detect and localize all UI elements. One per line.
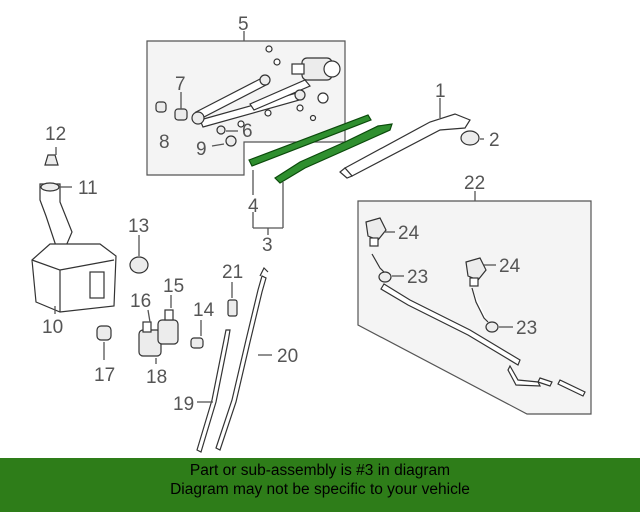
callout-18: 18 [146, 367, 167, 388]
wiper-blade-highlighted [248, 114, 393, 235]
callout-12: 12 [45, 124, 66, 145]
callout-10: 10 [42, 317, 63, 338]
nozzle-group [357, 191, 592, 415]
callout-4: 4 [248, 196, 259, 217]
washer-hoses [196, 266, 272, 453]
arm-cap [460, 130, 484, 146]
callout-14: 14 [193, 300, 215, 321]
callout-9: 9 [196, 139, 207, 160]
callout-23b: 23 [516, 318, 537, 339]
callout-17: 17 [94, 365, 115, 386]
grommet-17 [96, 325, 112, 360]
callout-13: 13 [128, 216, 149, 237]
wiper-linkage-group [146, 31, 346, 176]
callout-15: 15 [163, 276, 184, 297]
clip-21 [227, 282, 238, 317]
callout-16: 16 [130, 291, 151, 312]
parts-diagram: 1 2 3 4 5 6 7 8 9 10 11 12 13 14 15 16 1… [31, 14, 592, 453]
callout-23a: 23 [407, 267, 428, 288]
callout-20: 20 [277, 346, 298, 367]
callout-3: 3 [262, 235, 273, 256]
wiper-arm [339, 98, 471, 179]
bolt-14 [190, 320, 204, 349]
callout-1: 1 [435, 81, 446, 102]
callout-5: 5 [238, 14, 249, 35]
washer-pumps [138, 295, 179, 364]
callout-24a: 24 [398, 223, 420, 244]
banner-line-2: Diagram may not be specific to your vehi… [170, 481, 470, 498]
callout-24b: 24 [499, 256, 521, 277]
grommet-13 [129, 235, 149, 274]
callout-22: 22 [464, 173, 485, 194]
callout-8: 8 [159, 132, 170, 153]
callout-2: 2 [489, 130, 500, 151]
callout-6: 6 [242, 121, 253, 142]
callout-11: 11 [78, 178, 98, 199]
info-banner: Part or sub-assembly is #3 in diagram Di… [0, 458, 640, 512]
callout-19: 19 [173, 394, 194, 415]
callout-7: 7 [175, 74, 186, 95]
callout-21: 21 [222, 262, 243, 283]
washer-reservoir [31, 147, 117, 314]
banner-line-1: Part or sub-assembly is #3 in diagram [189, 462, 451, 479]
